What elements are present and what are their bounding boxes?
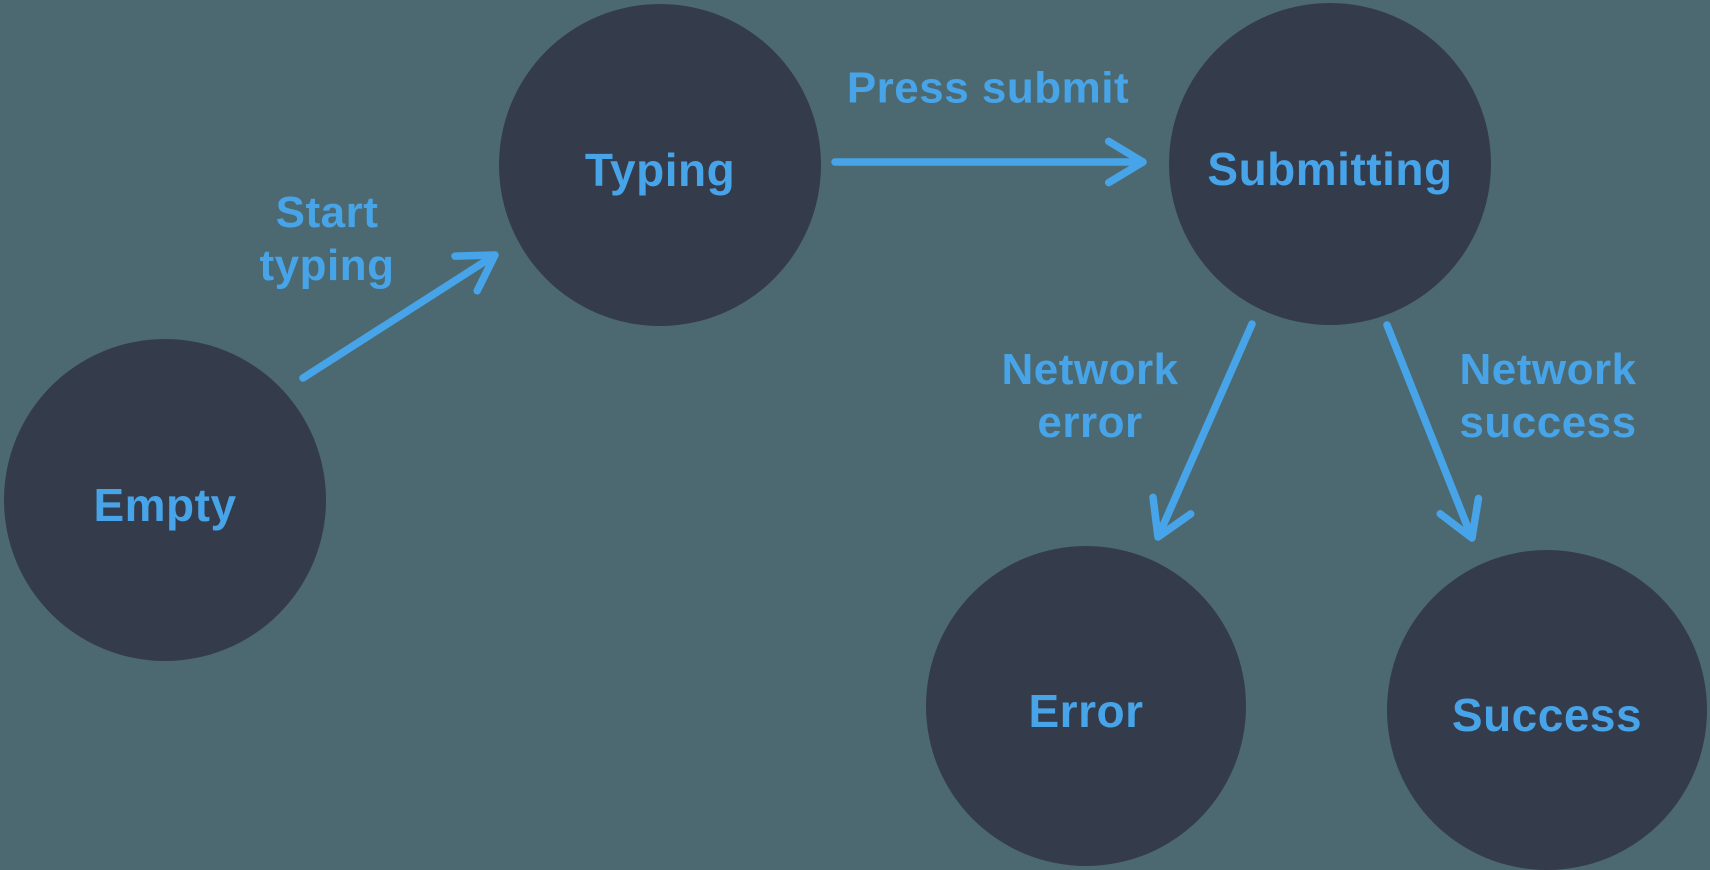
arrowhead-icon <box>1436 494 1483 542</box>
edge-label-line: typing <box>259 241 395 290</box>
state-node-submitting: Submitting <box>1169 3 1491 325</box>
edge-label-line: Network <box>1001 345 1179 394</box>
state-node-error: Error <box>926 546 1246 866</box>
arrowhead-icon <box>1149 493 1195 541</box>
edge-label-line: error <box>1037 398 1143 447</box>
edge-arrow-start-typing <box>299 251 499 382</box>
arrowhead-icon <box>1104 137 1147 187</box>
edge-line <box>1157 320 1256 533</box>
state-label-submitting: Submitting <box>1207 143 1453 195</box>
state-node-success: Success <box>1387 550 1707 870</box>
edge-arrow-network-success <box>1383 321 1483 542</box>
edge-line <box>1383 321 1473 534</box>
arrowhead-icon <box>451 251 499 295</box>
state-label-empty: Empty <box>93 479 237 531</box>
state-label-success: Success <box>1451 689 1643 741</box>
state-label-error: Error <box>1028 685 1144 737</box>
state-label-typing: Typing <box>584 144 736 196</box>
state-node-typing: Typing <box>499 4 821 326</box>
edge-label-press-submit: Press submit <box>847 62 1129 115</box>
edge-line <box>299 256 492 382</box>
edge-label-line: Press submit <box>846 63 1130 113</box>
edge-label-line: success <box>1459 398 1637 447</box>
edge-arrow-press-submit <box>831 137 1147 187</box>
state-node-empty: Empty <box>4 339 326 661</box>
edge-arrow-network-error <box>1149 320 1256 541</box>
edge-label-line: Network <box>1459 345 1637 394</box>
edge-label-line: Start <box>275 188 379 237</box>
